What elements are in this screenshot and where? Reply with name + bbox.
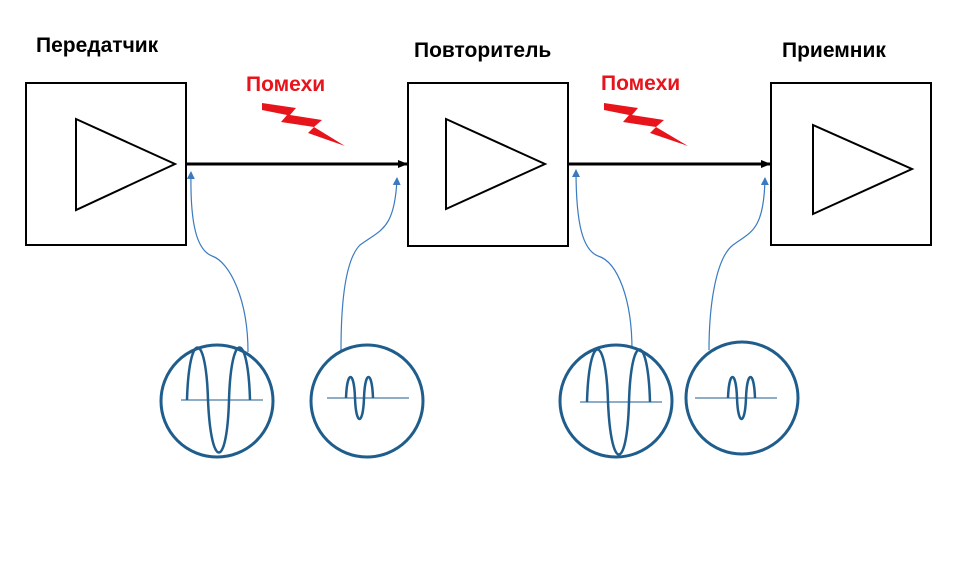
noise-label-2: Помехи <box>601 72 681 95</box>
transmitter-label: Передатчик <box>36 34 159 57</box>
signal-circle-small-1 <box>309 343 425 459</box>
connector-line-3 <box>572 169 633 351</box>
lightning-icon-1 <box>262 103 345 146</box>
repeater-label: Повторитель <box>414 39 552 62</box>
signal-circle-large-1 <box>159 343 275 459</box>
sine-wave-icon <box>185 346 252 454</box>
sine-wave-icon <box>726 375 757 421</box>
connector-line-1 <box>186 171 249 353</box>
sine-wave-icon <box>585 348 652 456</box>
noise-label-1: Помехи <box>246 73 326 96</box>
transmitter-amplifier-icon <box>75 117 178 212</box>
signal-circle-large-2 <box>558 343 674 459</box>
lightning-icon-2 <box>604 103 688 146</box>
repeater-block <box>407 82 569 247</box>
receiver-amplifier-icon <box>812 123 915 216</box>
signal-circle-small-2 <box>684 340 800 456</box>
transmitter-block <box>25 82 187 246</box>
connector-line-2 <box>340 177 401 351</box>
connector-line-4 <box>708 177 769 351</box>
sine-wave-icon <box>344 375 375 421</box>
repeater-amplifier-icon <box>445 117 548 211</box>
receiver-block <box>770 82 932 246</box>
receiver-label: Приемник <box>782 39 886 62</box>
